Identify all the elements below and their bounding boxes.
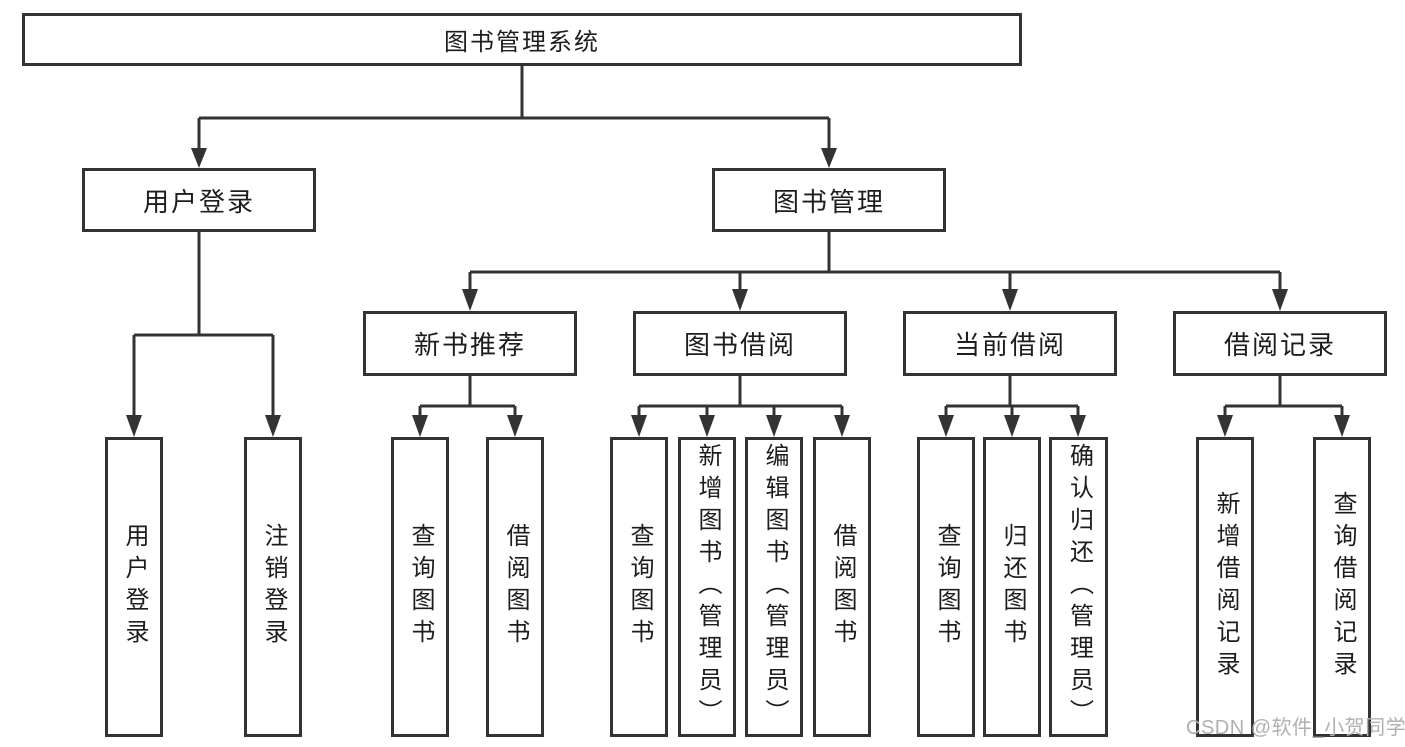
- leaf-add-book-admin: 新增图书（管理员）: [678, 437, 736, 737]
- leaf-query-books-recommend: 查询图书: [391, 437, 449, 737]
- node-system-root: 图书管理系统: [22, 13, 1022, 66]
- node-current-borrowing: 当前借阅: [903, 311, 1117, 376]
- leaf-borrow-books-borrowing: 借阅图书: [813, 437, 871, 737]
- leaf-add-borrow-record: 新增借阅记录: [1196, 437, 1254, 737]
- node-new-book-recommendation: 新书推荐: [363, 311, 577, 376]
- leaf-confirm-return-admin: 确认归还（管理员）: [1049, 437, 1108, 737]
- node-borrowing-records: 借阅记录: [1173, 311, 1387, 376]
- csdn-watermark: CSDN @软件_小贺同学: [1186, 717, 1405, 739]
- node-book-borrowing: 图书借阅: [633, 311, 847, 376]
- node-user-login: 用户登录: [82, 168, 316, 232]
- leaf-edit-book-admin: 编辑图书（管理员）: [745, 437, 803, 737]
- leaf-borrow-books-recommend: 借阅图书: [486, 437, 544, 737]
- leaf-logout: 注销登录: [244, 437, 302, 737]
- leaf-return-books: 归还图书: [983, 437, 1041, 737]
- leaf-query-books-current: 查询图书: [917, 437, 975, 737]
- leaf-query-books-borrowing: 查询图书: [610, 437, 668, 737]
- leaf-user-login: 用户登录: [105, 437, 163, 737]
- leaf-query-borrow-record: 查询借阅记录: [1313, 437, 1371, 737]
- node-book-management: 图书管理: [712, 168, 946, 232]
